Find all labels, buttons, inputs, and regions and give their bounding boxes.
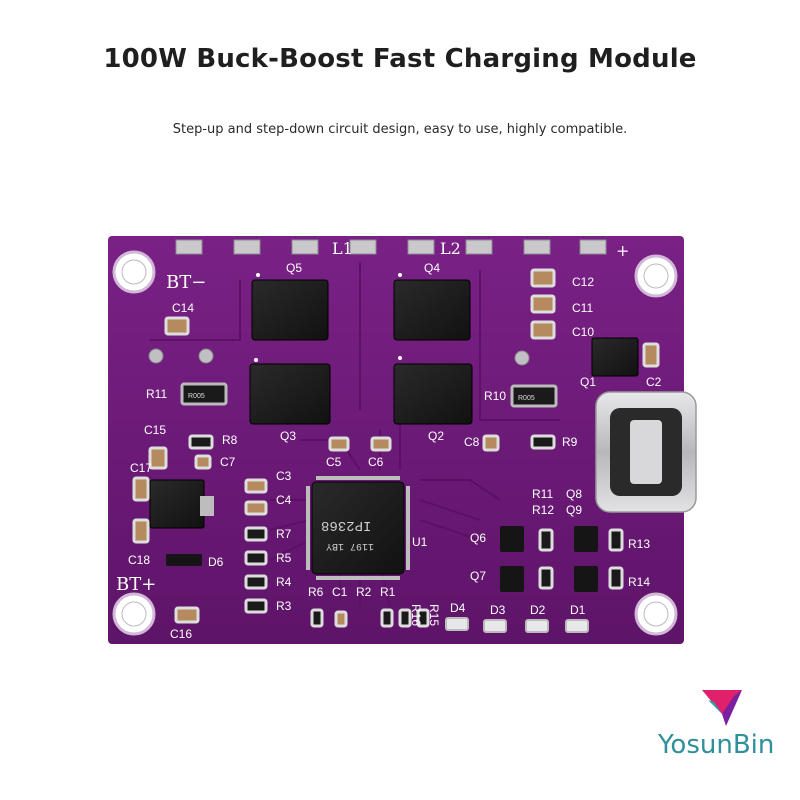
label-r13: R13	[628, 537, 650, 551]
label-r15: R15	[427, 604, 441, 626]
label-r1: R1	[380, 585, 396, 599]
label-q7: Q7	[470, 569, 486, 583]
label-r005b: R005	[518, 395, 535, 402]
mosfets	[249, 279, 473, 425]
label-c11: C11	[572, 301, 593, 315]
label-c7: C7	[220, 455, 236, 469]
page-subtitle: Step-up and step-down circuit design, ea…	[172, 122, 628, 137]
leds	[445, 617, 589, 633]
brand-logo-icon	[702, 690, 742, 726]
label-r9: R9	[562, 435, 578, 449]
label-c16: C16	[170, 627, 192, 641]
page-title: 100W Buck-Boost Fast Charging Module	[103, 44, 697, 74]
label-l1: L1	[332, 239, 353, 258]
label-r11b: R11	[532, 487, 553, 501]
label-r6: R6	[308, 585, 324, 599]
label-r4: R4	[276, 575, 292, 589]
small-transistors	[166, 526, 598, 592]
label-q2: Q2	[428, 429, 444, 443]
label-c15: C15	[144, 423, 166, 437]
label-c14: C14	[172, 301, 194, 315]
label-c12: C12	[572, 275, 594, 289]
label-r7: R7	[276, 527, 292, 541]
label-bt-plus: BT+	[116, 574, 156, 595]
label-l2: L2	[440, 239, 461, 258]
label-r2: R2	[356, 585, 372, 599]
label-r8: R8	[222, 433, 238, 447]
label-d1: D1	[570, 603, 586, 617]
label-d3: D3	[490, 603, 506, 617]
label-c2: C2	[646, 375, 662, 389]
label-c3: C3	[276, 469, 292, 483]
label-c18: C18	[128, 553, 150, 567]
label-r12: R12	[532, 503, 554, 517]
label-bt-minus: BT−	[166, 272, 206, 293]
label-q1: Q1	[580, 375, 596, 389]
label-c8: C8	[464, 435, 480, 449]
label-c4: C4	[276, 493, 292, 507]
label-plus-right: +	[616, 241, 629, 260]
mounting-holes	[112, 250, 678, 636]
label-r005a: R005	[188, 393, 205, 400]
label-d4: D4	[450, 601, 466, 615]
label-q6: Q6	[470, 531, 486, 545]
label-d2: D2	[530, 603, 546, 617]
usb-c-port	[595, 391, 697, 513]
label-r10: R10	[484, 389, 506, 403]
label-q9: Q9	[566, 503, 582, 517]
label-r11: R11	[146, 387, 167, 401]
label-r3: R3	[276, 599, 292, 613]
ip2368-chip	[311, 481, 405, 575]
label-r14: R14	[628, 575, 650, 589]
brand-name: YosunBin	[658, 730, 775, 760]
label-c17: C17	[130, 461, 152, 475]
label-d6: D6	[208, 555, 224, 569]
label-c1: C1	[332, 585, 348, 599]
label-q3: Q3	[280, 429, 296, 443]
label-r16: R16	[409, 604, 423, 626]
label-q8: Q8	[566, 487, 582, 501]
label-c10: C10	[572, 325, 594, 339]
label-r5: R5	[276, 551, 292, 565]
label-q5: Q5	[286, 261, 302, 275]
label-ic-code: 1197 1BY	[326, 540, 374, 551]
label-ic-part: IP2368	[321, 517, 371, 533]
top-pads	[175, 239, 607, 255]
label-q4: Q4	[424, 261, 440, 275]
label-u1: U1	[412, 535, 428, 549]
label-c6: C6	[368, 455, 384, 469]
label-c5: C5	[326, 455, 342, 469]
